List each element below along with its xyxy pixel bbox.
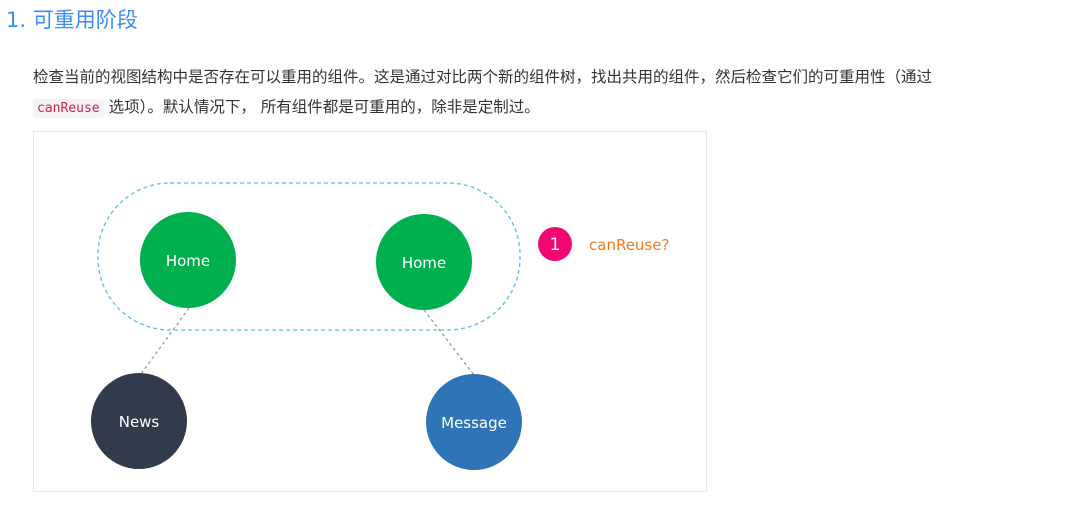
node-home-new-label: Home (402, 254, 446, 272)
reuse-group-outline (97, 182, 521, 331)
inline-code: canReuse (33, 99, 104, 118)
node-news (91, 373, 187, 469)
node-home-new (376, 214, 472, 310)
node-home-old (140, 212, 236, 308)
step-badge-label: 1 (550, 235, 561, 255)
node-home-old-label: Home (166, 252, 210, 270)
node-message (426, 374, 522, 470)
paragraph-text: 检查当前的视图结构中是否存在可以重用的组件。这是通过对比两个新的组件树，找出共用… (33, 68, 933, 86)
section-heading: 1. 可重用阶段 (6, 8, 138, 32)
description-paragraph: 检查当前的视图结构中是否存在可以重用的组件。这是通过对比两个新的组件树，找出共用… (33, 62, 1090, 124)
paragraph-text-cont: 选项）。默认情况下， 所有组件都是可重用的，除非是定制过。 (108, 98, 540, 116)
edge-home-news (140, 307, 190, 375)
edge-home-message (423, 309, 475, 376)
node-news-label: News (119, 413, 160, 431)
step-badge (538, 227, 572, 261)
can-reuse-label: canReuse? (589, 236, 669, 254)
node-message-label: Message (441, 414, 507, 432)
